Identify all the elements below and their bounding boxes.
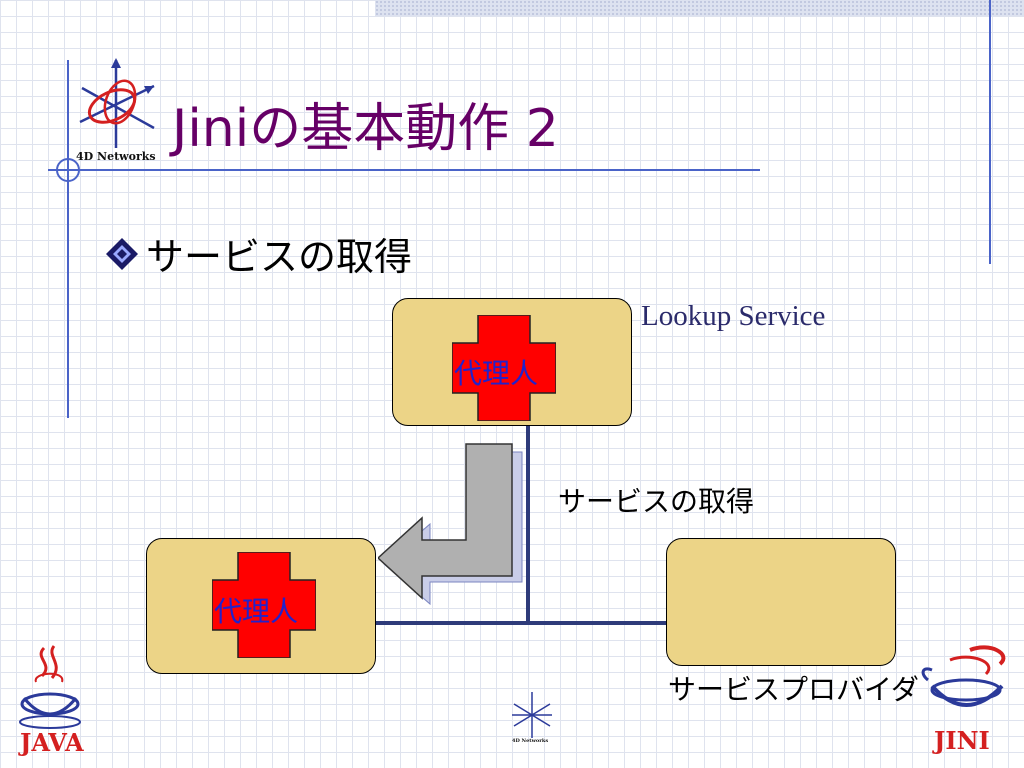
java-logo-text: JAVA <box>20 728 84 757</box>
proxy-client-label: 代理人 <box>214 595 299 628</box>
medical-cross-icon <box>452 315 556 421</box>
java-logo-icon <box>19 645 81 729</box>
network-logo: 4D Networks <box>74 58 170 166</box>
down-left-arrow-icon <box>378 443 523 606</box>
network-logo-text: 4D Networks <box>76 150 156 163</box>
bullet-text: サービスの取得 <box>146 235 413 279</box>
network-logo-small-text: 4D Networks <box>512 738 549 744</box>
diamond-bullet-icon <box>106 237 138 270</box>
service-provider-box <box>666 538 896 666</box>
flow-label: サービスの取得 <box>558 485 755 518</box>
top-decor-band <box>375 0 1024 16</box>
proxy-top-label: 代理人 <box>454 357 539 390</box>
service-provider-label: サービスプロバイダ <box>668 673 919 706</box>
bullet-item: サービスの取得 <box>104 226 412 281</box>
medical-cross-icon <box>212 552 316 658</box>
jini-logo-icon <box>921 645 1006 707</box>
java-logo: JAVA <box>14 642 86 758</box>
4d-networks-logo-icon <box>79 58 155 148</box>
lookup-service-label: Lookup Service <box>641 300 826 332</box>
jini-logo: JINI <box>920 640 1012 758</box>
jini-logo-text: JINI <box>934 726 990 755</box>
4d-networks-logo-icon <box>512 692 552 738</box>
slide-title: Jiniの基本動作 2 <box>172 99 559 159</box>
network-logo-small: 4D Networks <box>508 690 556 750</box>
